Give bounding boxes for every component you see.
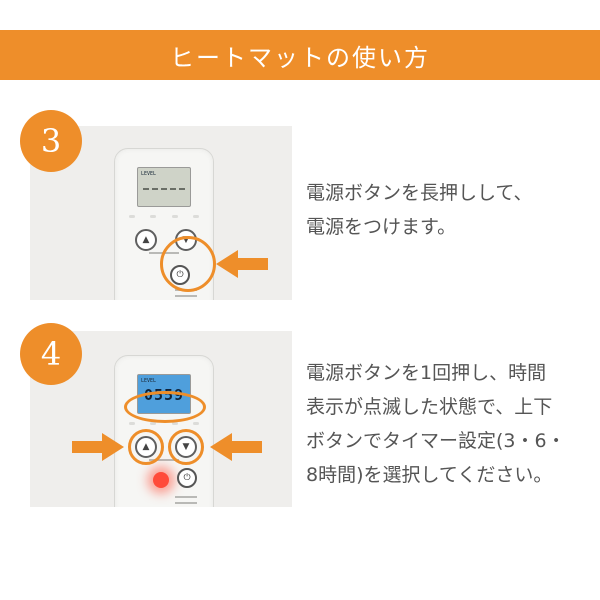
up-highlight-ring bbox=[128, 429, 164, 465]
power-button[interactable]: ⏻ bbox=[177, 468, 197, 488]
step-3-photo: LEVEL ▲ ▼ ⏻ bbox=[30, 126, 292, 300]
down-highlight-ring bbox=[168, 429, 204, 465]
remote-controller: LEVEL 0559 ▲ ▼ ⏻ bbox=[114, 355, 214, 507]
pointer-arrow-icon bbox=[216, 250, 268, 278]
display-highlight-ring bbox=[124, 391, 206, 423]
step-number-badge: 3 bbox=[20, 110, 82, 172]
step-number-badge: 4 bbox=[20, 323, 82, 385]
up-button[interactable]: ▲ bbox=[135, 229, 157, 251]
header-banner: ヒートマットの使い方 bbox=[0, 30, 600, 80]
page-title: ヒートマットの使い方 bbox=[170, 43, 430, 72]
power-highlight-ring bbox=[160, 236, 216, 292]
step-4-description: 電源ボタンを1回押し、時間 表示が点滅した状態で、上下 ボタンでタイマー設定(3… bbox=[306, 362, 566, 486]
pointer-arrow-icon bbox=[210, 433, 262, 461]
pointer-arrow-icon bbox=[72, 433, 124, 461]
step-3-description: 電源ボタンを長押しして、 電源をつけます。 bbox=[306, 182, 533, 238]
up-triangle-icon: ▲ bbox=[142, 235, 150, 245]
power-led bbox=[153, 472, 169, 488]
power-icon: ⏻ bbox=[183, 473, 191, 483]
lcd-display: LEVEL bbox=[137, 167, 191, 207]
